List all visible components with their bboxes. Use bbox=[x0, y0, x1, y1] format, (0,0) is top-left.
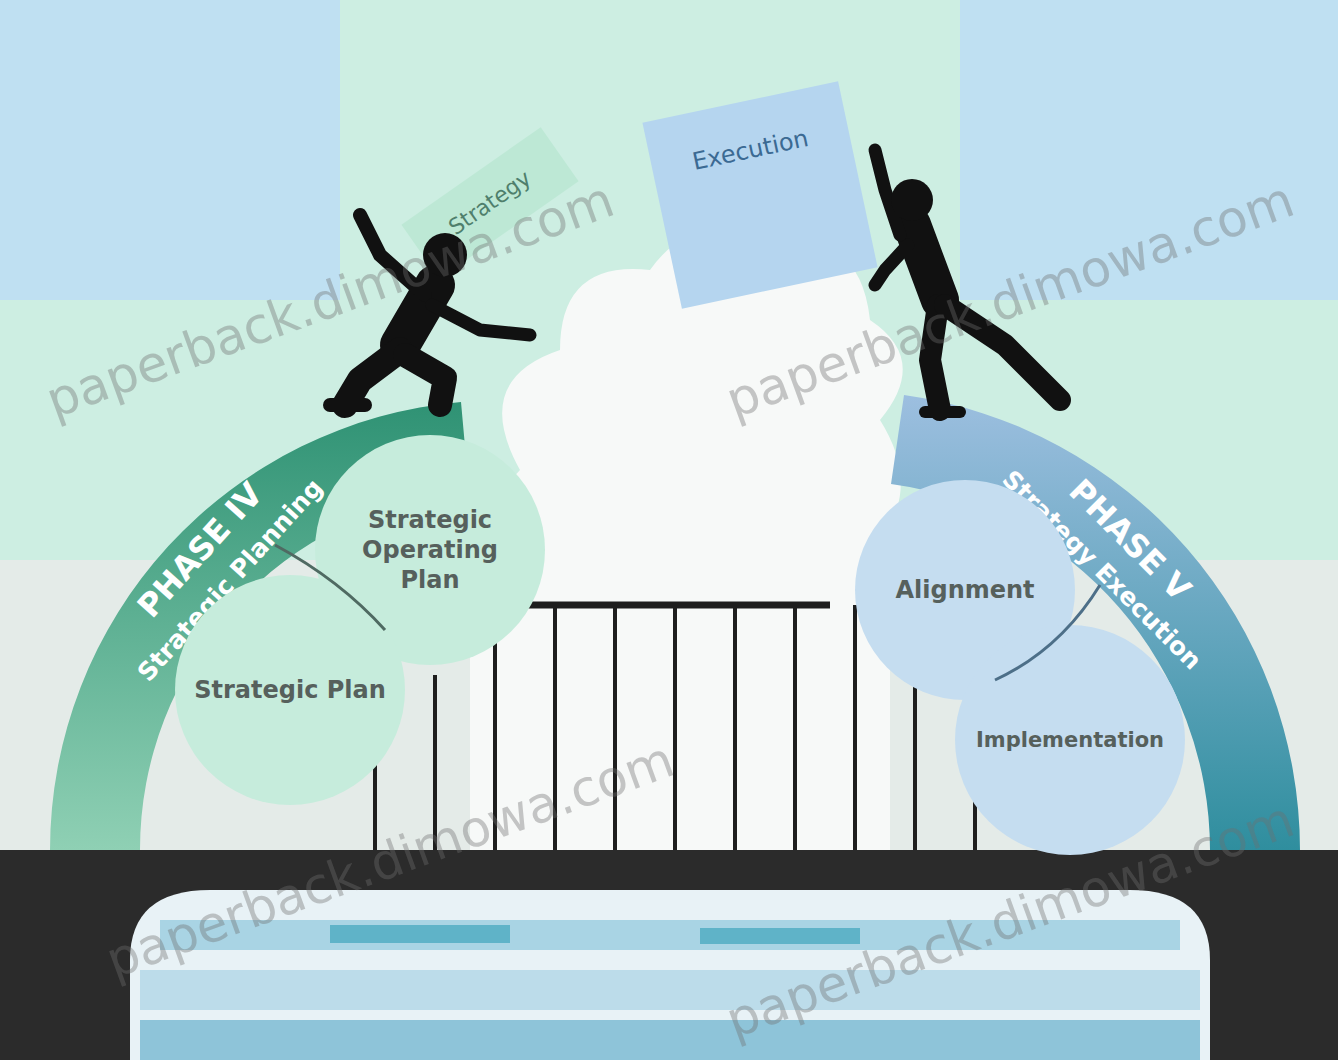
water-stripe bbox=[330, 925, 510, 943]
water-stripe bbox=[140, 970, 1200, 1010]
sky-patch bbox=[0, 0, 340, 300]
circle-label: Strategic Plan bbox=[194, 675, 386, 705]
divider-line bbox=[995, 585, 1100, 680]
circle-label: Implementation bbox=[976, 727, 1164, 753]
piece-label: Execution bbox=[690, 123, 811, 177]
execution-circle: Implementation bbox=[955, 625, 1185, 855]
plan-circle: Strategic Plan bbox=[175, 575, 405, 805]
figure-head bbox=[891, 179, 933, 221]
divider-line bbox=[275, 545, 385, 630]
execution-piece: Execution bbox=[642, 81, 877, 308]
water-stripe bbox=[140, 1020, 1200, 1060]
water-stripe bbox=[700, 928, 860, 944]
circle-label: Alignment bbox=[895, 575, 1034, 605]
circle-label: Strategic Operating Plan bbox=[333, 505, 527, 595]
